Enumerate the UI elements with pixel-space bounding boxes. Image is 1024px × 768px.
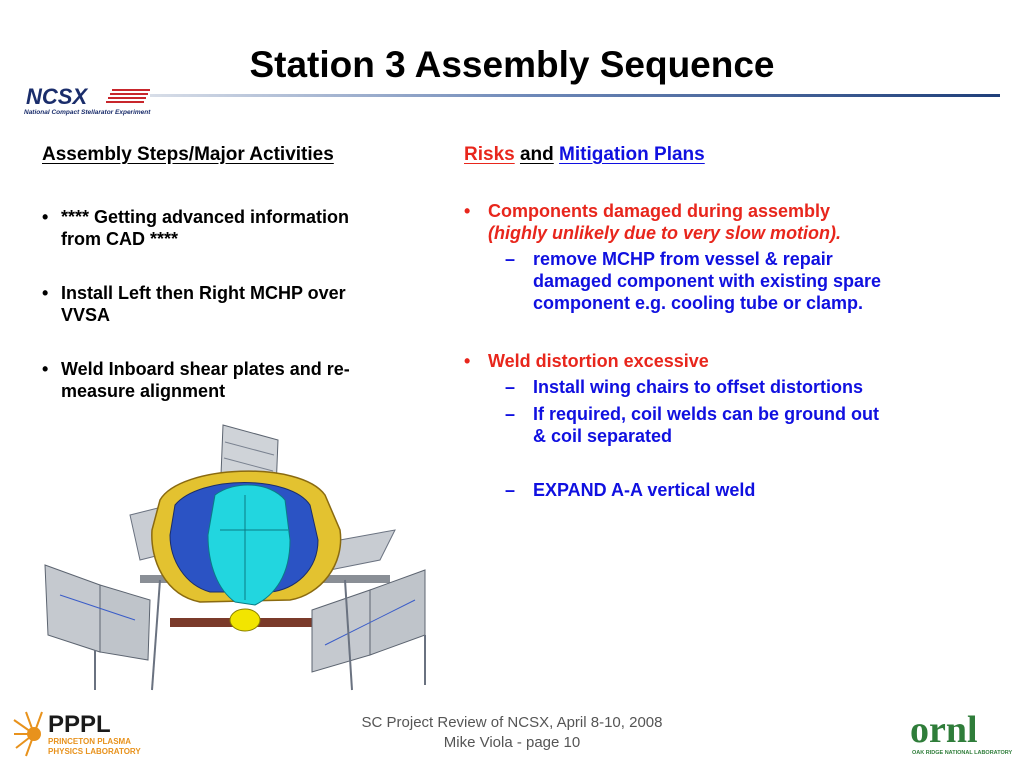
risk-title: Components damaged during assembly — [488, 201, 831, 221]
ncsx-logo: NCSX — [26, 84, 150, 109]
title-divider — [150, 94, 1000, 97]
dash-icon: – — [505, 404, 516, 424]
pppl-logo-subtitle: PHYSICS LABORATORY — [48, 747, 141, 756]
risk-title: Weld distortion excessive — [488, 351, 709, 371]
footer-citation: SC Project Review of NCSX, April 8-10, 2… — [300, 713, 724, 753]
ornl-logo-subtitle: OAK RIDGE NATIONAL LABORATORY — [912, 750, 1013, 756]
mitigation-line: remove MCHP from vessel & repair — [533, 249, 833, 269]
risk-item: • Components damaged during assembly (hi… — [464, 200, 1004, 244]
slide-title: Station 3 Assembly Sequence — [249, 44, 775, 85]
risk-item: • Weld distortion excessive — [464, 350, 1004, 372]
pppl-logo-subtitle: PRINCETON PLASMA — [48, 737, 131, 746]
footer-line: Mike Viola - page 10 — [443, 734, 581, 751]
mitigation-line: Install wing chairs to offset distortion… — [533, 377, 864, 397]
risks-mitigation-heading: Risks and Mitigation Plans — [464, 144, 705, 166]
bullet-icon: • — [42, 359, 49, 379]
mitigation-line: EXPAND A-A vertical weld — [533, 480, 756, 500]
list-item: • Install Left then Right MCHP over VVSA — [42, 282, 437, 326]
dash-icon: – — [505, 249, 516, 269]
list-item: • **** Getting advanced information from… — [42, 206, 437, 250]
mitigation-line: component e.g. cooling tube or clamp. — [533, 293, 864, 313]
mitigation-heading-label: Mitigation Plans — [559, 144, 705, 165]
risk-weld-distortion: • Weld distortion excessive – Install wi… — [464, 350, 1004, 501]
bullet-icon: • — [464, 351, 471, 371]
ornl-logo: ornl OAK RIDGE NATIONAL LABORATORY — [910, 709, 1013, 756]
coil-assembly-illustration — [44, 424, 426, 691]
list-item-line: VVSA — [61, 305, 111, 325]
risk-note: (highly unlikely due to very slow motion… — [488, 223, 842, 243]
risk-components-damaged: • Components damaged during assembly (hi… — [464, 200, 1004, 314]
list-item-line: measure alignment — [61, 381, 226, 401]
ornl-logo-text: ornl — [910, 709, 978, 751]
ncsx-logo-subtitle: National Compact Stellarator Experiment — [24, 109, 151, 116]
assembly-steps-list: • **** Getting advanced information from… — [42, 206, 437, 434]
dash-icon: – — [505, 377, 516, 397]
ncsx-stripes-icon — [106, 89, 150, 103]
pppl-logo: PPPL PRINCETON PLASMA PHYSICS LABORATORY — [13, 711, 141, 757]
bullet-icon: • — [42, 207, 49, 227]
mitigation-item: – EXPAND A-A vertical weld — [464, 479, 1004, 501]
list-item-line: from CAD **** — [61, 229, 179, 249]
mitigation-item: – Install wing chairs to offset distorti… — [464, 376, 1004, 398]
mitigation-line: damaged component with existing spare — [533, 271, 882, 291]
footer-line: SC Project Review of NCSX, April 8-10, 2… — [361, 714, 663, 731]
list-item-line: Install Left then Right MCHP over — [61, 283, 346, 303]
pppl-logo-text: PPPL — [48, 711, 111, 738]
list-item: • Weld Inboard shear plates and re- meas… — [42, 358, 437, 402]
dash-icon: – — [505, 480, 516, 500]
list-item-line: Weld Inboard shear plates and re- — [61, 359, 350, 379]
and-heading-label: and — [519, 144, 554, 165]
mitigation-line: If required, coil welds can be ground ou… — [533, 404, 880, 424]
ncsx-logo-text: NCSX — [26, 84, 88, 109]
bullet-icon: • — [464, 201, 471, 221]
risks-heading-label: Risks — [464, 144, 515, 165]
assembly-steps-heading: Assembly Steps/Major Activities — [42, 144, 334, 165]
mitigation-line: & coil separated — [533, 426, 673, 446]
list-item-line: **** Getting advanced information — [61, 207, 350, 227]
mitigation-item: – If required, coil welds can be ground … — [464, 403, 1004, 447]
bullet-icon: • — [42, 283, 49, 303]
mitigation-item: – remove MCHP from vessel & repair damag… — [464, 248, 1004, 314]
